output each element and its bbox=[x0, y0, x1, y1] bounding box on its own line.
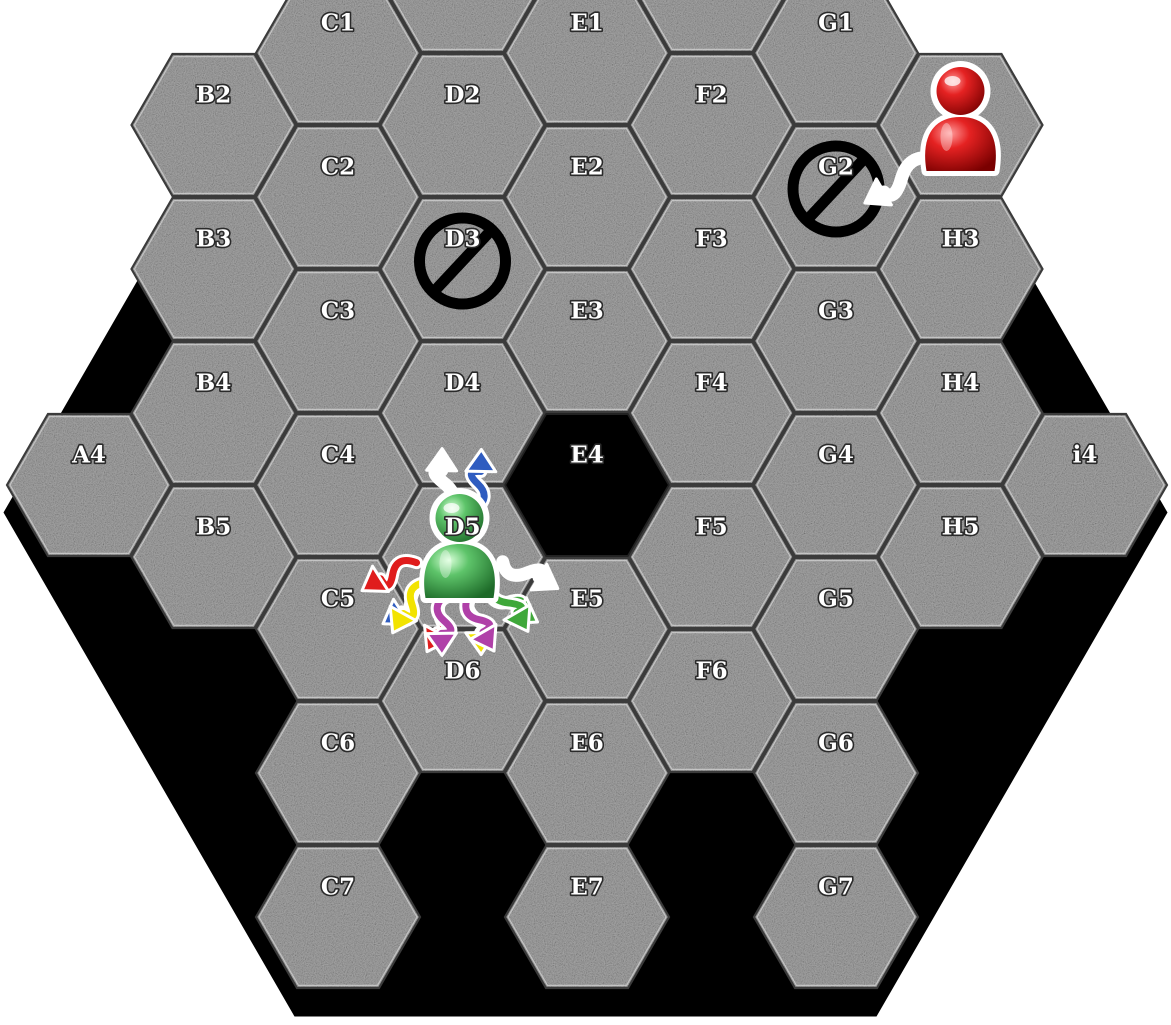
cell-label-d2: D2 bbox=[445, 82, 481, 109]
cell-label-d5: D5 bbox=[445, 514, 481, 541]
cell-label-h5: H5 bbox=[942, 514, 980, 541]
cell-label-c4: C4 bbox=[321, 442, 355, 469]
cell-label-f2: F2 bbox=[695, 82, 727, 109]
cell-label-a4: A4 bbox=[71, 442, 106, 469]
cell-label-e5: E5 bbox=[570, 586, 604, 613]
cell-label-e3: E3 bbox=[570, 298, 604, 325]
cell-label-e6: E6 bbox=[570, 730, 604, 757]
cell-label-h4: H4 bbox=[942, 370, 980, 397]
cell-label-f4: F4 bbox=[695, 370, 727, 397]
cell-label-f5: F5 bbox=[695, 514, 727, 541]
cell-label-g2: G2 bbox=[818, 154, 854, 181]
cell-label-g3: G3 bbox=[818, 298, 854, 325]
cell-label-f3: F3 bbox=[695, 226, 727, 253]
cell-label-g4: G4 bbox=[818, 442, 854, 469]
cell-label-g5: G5 bbox=[818, 586, 854, 613]
cell-label-g6: G6 bbox=[818, 730, 854, 757]
cell-label-b2: B2 bbox=[196, 82, 231, 109]
cell-label-d4: D4 bbox=[445, 370, 481, 397]
cell-label-i4: i4 bbox=[1073, 442, 1098, 469]
cell-label-c1: C1 bbox=[321, 10, 355, 37]
cell-label-d3: D3 bbox=[445, 226, 481, 253]
cell-label-e1: E1 bbox=[570, 10, 604, 37]
cell-label-f6: F6 bbox=[695, 658, 727, 685]
cell-label-c3: C3 bbox=[321, 298, 355, 325]
cell-label-c5: C5 bbox=[321, 586, 355, 613]
cell-label-g1: G1 bbox=[818, 10, 854, 37]
cell-label-b3: B3 bbox=[196, 226, 231, 253]
cell-label-b5: B5 bbox=[196, 514, 231, 541]
cell-label-g7: G7 bbox=[818, 874, 854, 901]
cell-label-c6: C6 bbox=[321, 730, 355, 757]
cell-label-e7: E7 bbox=[570, 874, 604, 901]
cell-label-b4: B4 bbox=[196, 370, 231, 397]
cell-label-c7: C7 bbox=[321, 874, 355, 901]
cell-label-d6: D6 bbox=[445, 658, 481, 685]
cell-label-c2: C2 bbox=[321, 154, 355, 181]
cell-label-h3: H3 bbox=[942, 226, 980, 253]
cell-label-e2: E2 bbox=[570, 154, 604, 181]
cell-label-e4: E4 bbox=[570, 442, 604, 469]
